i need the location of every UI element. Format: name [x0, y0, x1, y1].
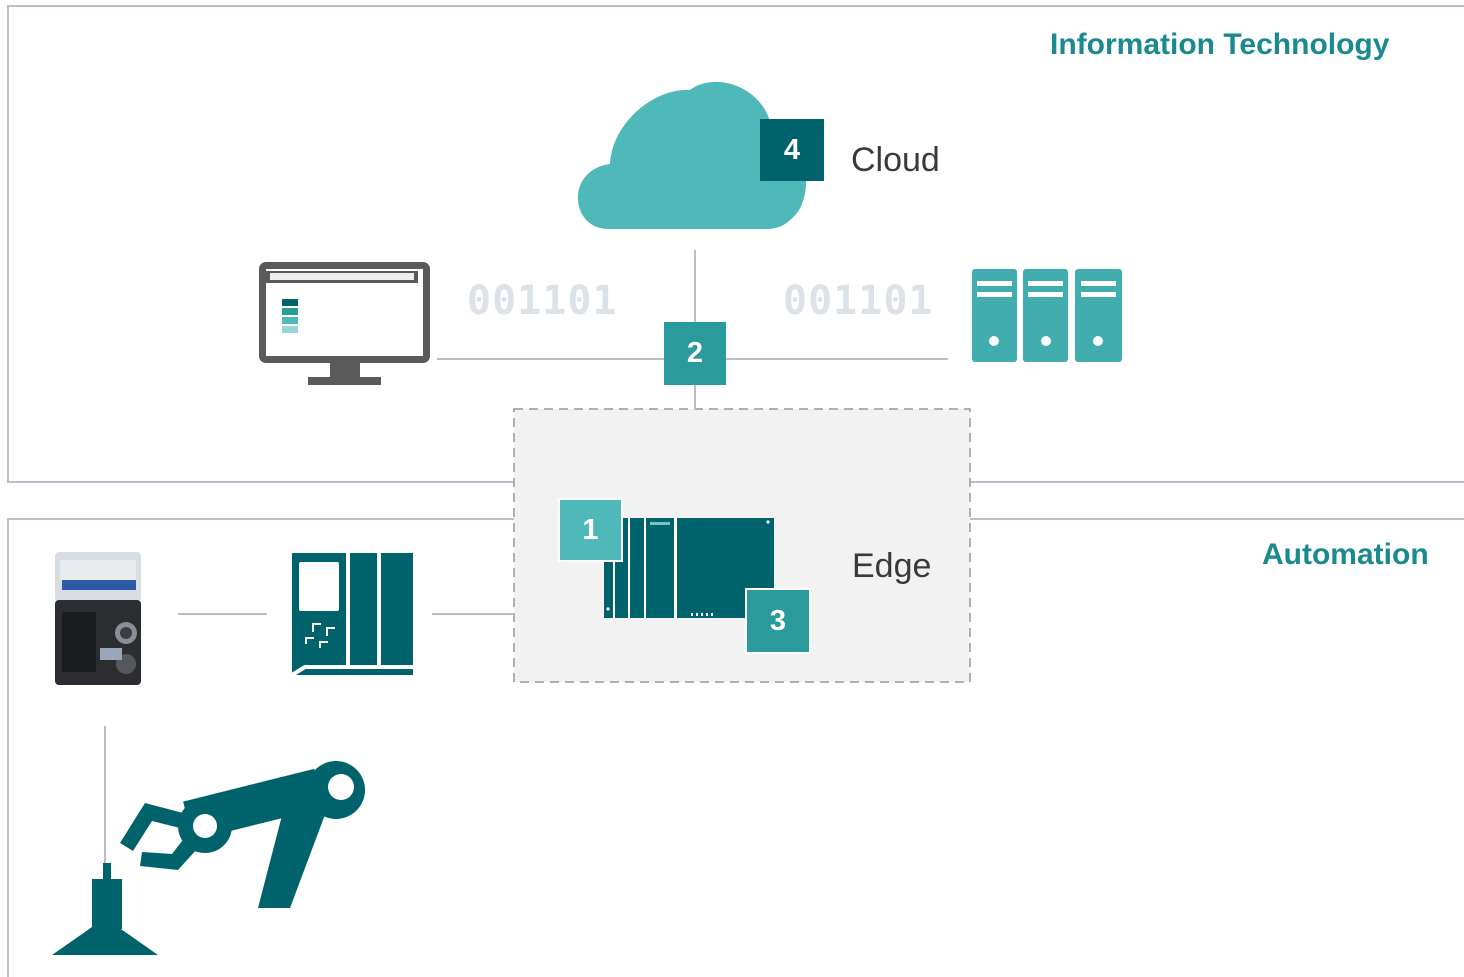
badge-4: 4 — [760, 119, 824, 181]
badge-1: 1 — [558, 498, 623, 562]
binary-data-left: 001101 — [467, 278, 618, 324]
robot-arm-icon — [52, 761, 365, 955]
badge-3: 3 — [745, 588, 811, 654]
cloud-label: Cloud — [851, 141, 940, 179]
plc-icon — [290, 553, 413, 677]
it-zone-title: Information Technology — [1050, 28, 1390, 61]
it-zone-frame — [7, 5, 1464, 483]
servers-icon — [972, 269, 1122, 362]
badge-2: 2 — [664, 322, 726, 385]
binary-data-right: 001101 — [783, 278, 934, 324]
monitor-icon — [259, 262, 430, 385]
automation-zone-title: Automation — [1262, 538, 1429, 571]
valve-device-icon — [52, 548, 144, 690]
edge-label: Edge — [852, 547, 932, 585]
automation-zone-frame — [7, 518, 514, 977]
cloud-icon — [577, 81, 807, 229]
